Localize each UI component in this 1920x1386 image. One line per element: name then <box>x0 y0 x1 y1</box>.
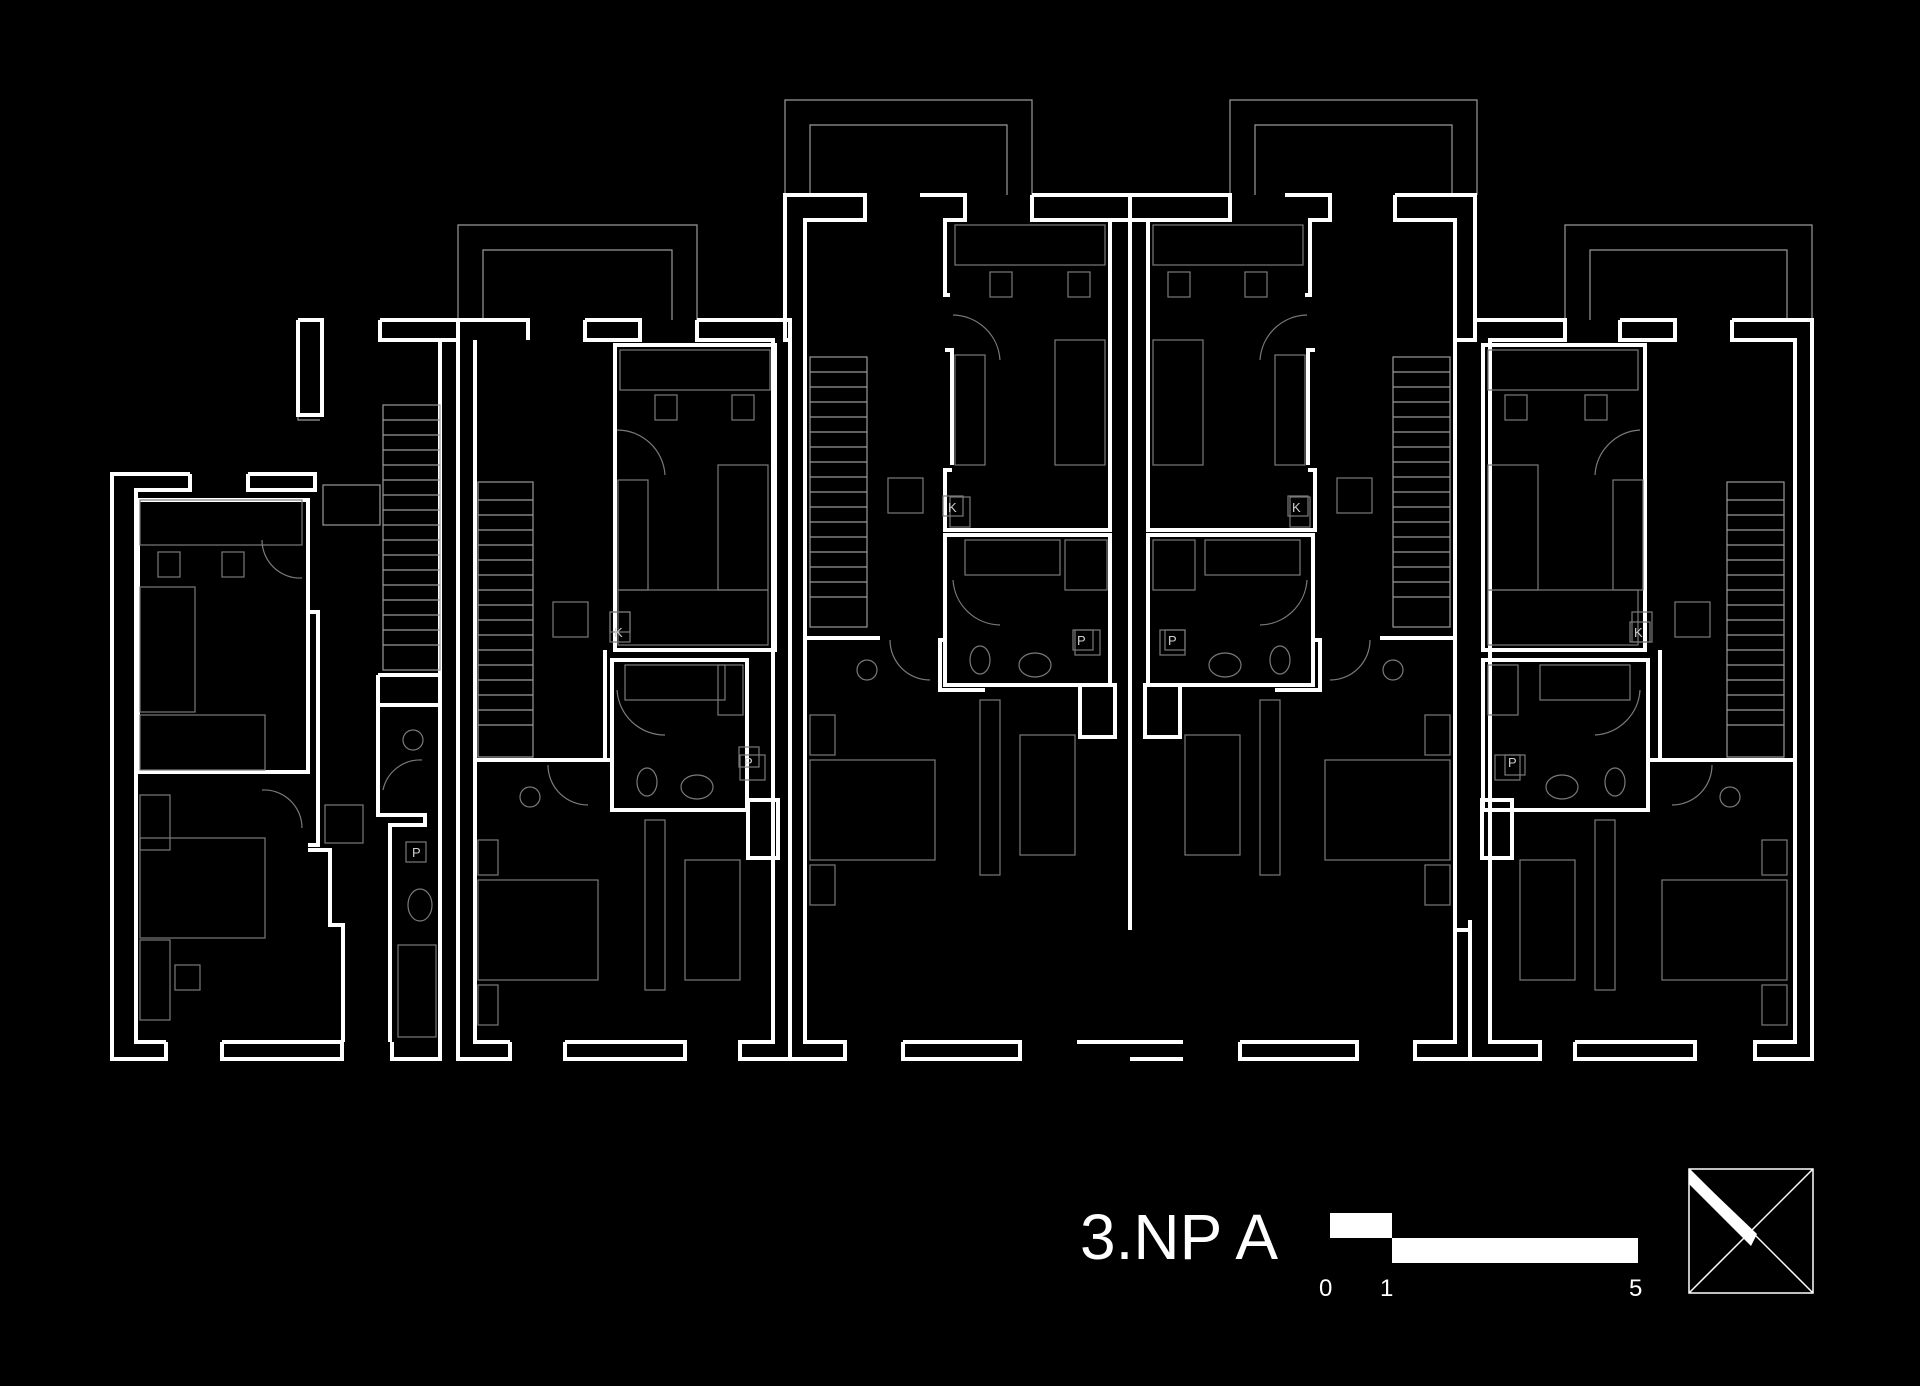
room-code-k: K <box>1634 625 1643 640</box>
unit-1 <box>110 318 460 1061</box>
stair-treads-3 <box>810 371 867 598</box>
room-code-p: P <box>412 845 421 860</box>
room-code-labels: K P K P K P K P P <box>405 495 1651 863</box>
room-code-k: K <box>614 625 623 640</box>
north-arrow-icon <box>1688 1168 1814 1294</box>
stair-treads-1 <box>383 419 440 646</box>
balconies <box>297 99 1813 421</box>
room-code-p: P <box>1168 633 1177 648</box>
unit-2 <box>440 318 792 1061</box>
unit-3 <box>783 193 1132 1061</box>
unit-5 <box>1455 318 1814 1061</box>
floor-title: 3.NP A <box>1080 1201 1278 1273</box>
stair-treads-4 <box>1393 371 1450 598</box>
room-code-k: K <box>948 500 957 515</box>
stair-treads-5 <box>1727 499 1784 726</box>
scale-bar: 0 1 5 <box>1319 1213 1642 1302</box>
scale-label-5: 5 <box>1629 1275 1642 1302</box>
room-code-p: P <box>744 755 753 770</box>
scale-label-1: 1 <box>1380 1275 1393 1302</box>
stair-treads-2 <box>478 499 533 726</box>
room-code-p: P <box>1508 755 1517 770</box>
scale-label-0: 0 <box>1319 1275 1332 1302</box>
unit-4 <box>1130 193 1477 1061</box>
room-code-p: P <box>1077 633 1086 648</box>
room-code-k: K <box>1292 500 1301 515</box>
